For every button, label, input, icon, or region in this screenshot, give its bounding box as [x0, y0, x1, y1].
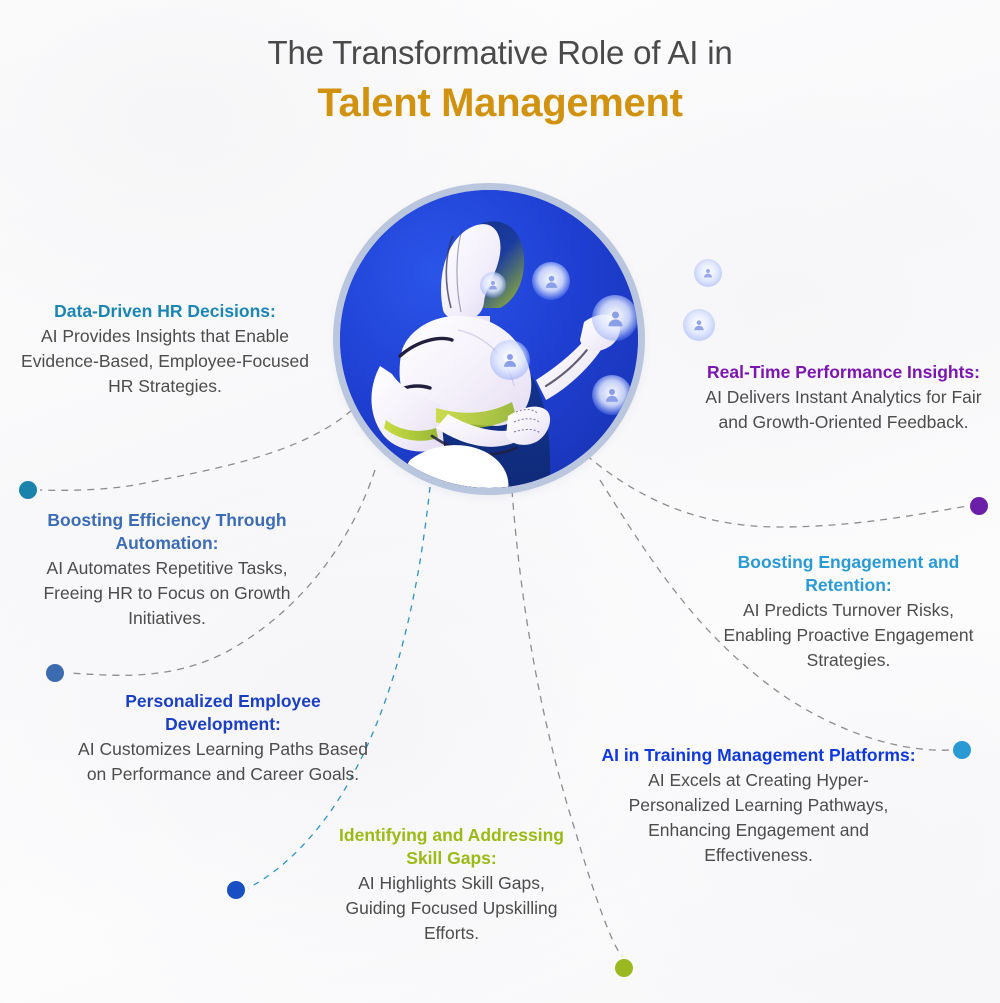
page-title: The Transformative Role of AI in Talent …	[0, 32, 1000, 129]
user-avatar-icon	[704, 269, 712, 278]
central-illustration-circle	[340, 190, 638, 488]
block-heading: Boosting Engagement and Retention:	[737, 552, 960, 596]
block-body: AI Automates Repetitive Tasks, Freeing H…	[43, 558, 291, 628]
block-heading: Data-Driven HR Decisions:	[54, 301, 276, 321]
dot-skill-gaps[interactable]	[615, 959, 633, 977]
avatar-inside-4	[592, 295, 638, 341]
dot-real-time-performance[interactable]	[970, 497, 988, 515]
connector-line-real-time-performance	[585, 454, 969, 528]
block-heading: Boosting Efficiency Through Automation:	[47, 510, 287, 554]
block-heading: AI in Training Management Platforms:	[601, 745, 916, 765]
block-data-driven-hr-decisions: Data-Driven HR Decisions: AI Provides In…	[20, 300, 310, 399]
dot-boosting-efficiency[interactable]	[46, 664, 64, 682]
connector-line-data-driven-hr	[39, 409, 353, 491]
block-boosting-efficiency-through-automation: Boosting Efficiency Through Automation: …	[22, 509, 312, 631]
block-body: AI Customizes Learning Paths Based on Pe…	[78, 739, 368, 785]
title-line-2: Talent Management	[317, 81, 683, 126]
user-avatar-icon	[608, 311, 622, 326]
block-body: AI Provides Insights that Enable Evidenc…	[21, 326, 309, 396]
user-avatar-icon	[606, 389, 618, 402]
block-heading: Personalized Employee Development:	[125, 691, 321, 735]
avatar-inside-5	[592, 375, 632, 415]
ai-robot-illustration	[371, 221, 621, 488]
avatar-outside-1	[694, 259, 722, 287]
block-body: AI Highlights Skill Gaps, Guiding Focuse…	[345, 873, 558, 943]
dot-data-driven-hr[interactable]	[19, 481, 37, 499]
dot-boosting-engagement[interactable]	[953, 741, 971, 759]
avatar-inside-2	[480, 272, 506, 298]
block-heading: Identifying and Addressing Skill Gaps:	[339, 825, 564, 869]
block-real-time-performance-insights: Real-Time Performance Insights: AI Deliv…	[700, 361, 987, 435]
avatar-inside-1	[532, 262, 570, 300]
user-avatar-icon	[694, 320, 704, 331]
dot-personalized-development[interactable]	[227, 881, 245, 899]
block-heading: Real-Time Performance Insights:	[707, 362, 980, 382]
block-identifying-and-addressing-skill-gaps: Identifying and Addressing Skill Gaps: A…	[330, 824, 573, 946]
block-ai-in-training-management-platforms: AI in Training Management Platforms: AI …	[600, 744, 917, 867]
block-body: AI Predicts Turnover Risks, Enabling Pro…	[723, 600, 974, 670]
title-line-1: The Transformative Role of AI in	[267, 34, 733, 71]
block-boosting-engagement-and-retention: Boosting Engagement and Retention: AI Pr…	[710, 551, 987, 673]
block-personalized-employee-development: Personalized Employee Development: AI Cu…	[78, 690, 368, 787]
user-avatar-icon	[489, 281, 497, 290]
user-avatar-icon	[504, 354, 516, 367]
block-body: AI Delivers Instant Analytics for Fair a…	[705, 387, 982, 432]
avatar-outside-2	[683, 309, 715, 341]
user-avatar-icon	[545, 275, 557, 288]
block-body: AI Excels at Creating Hyper-Personalized…	[628, 770, 889, 865]
avatar-inside-3	[490, 340, 530, 380]
